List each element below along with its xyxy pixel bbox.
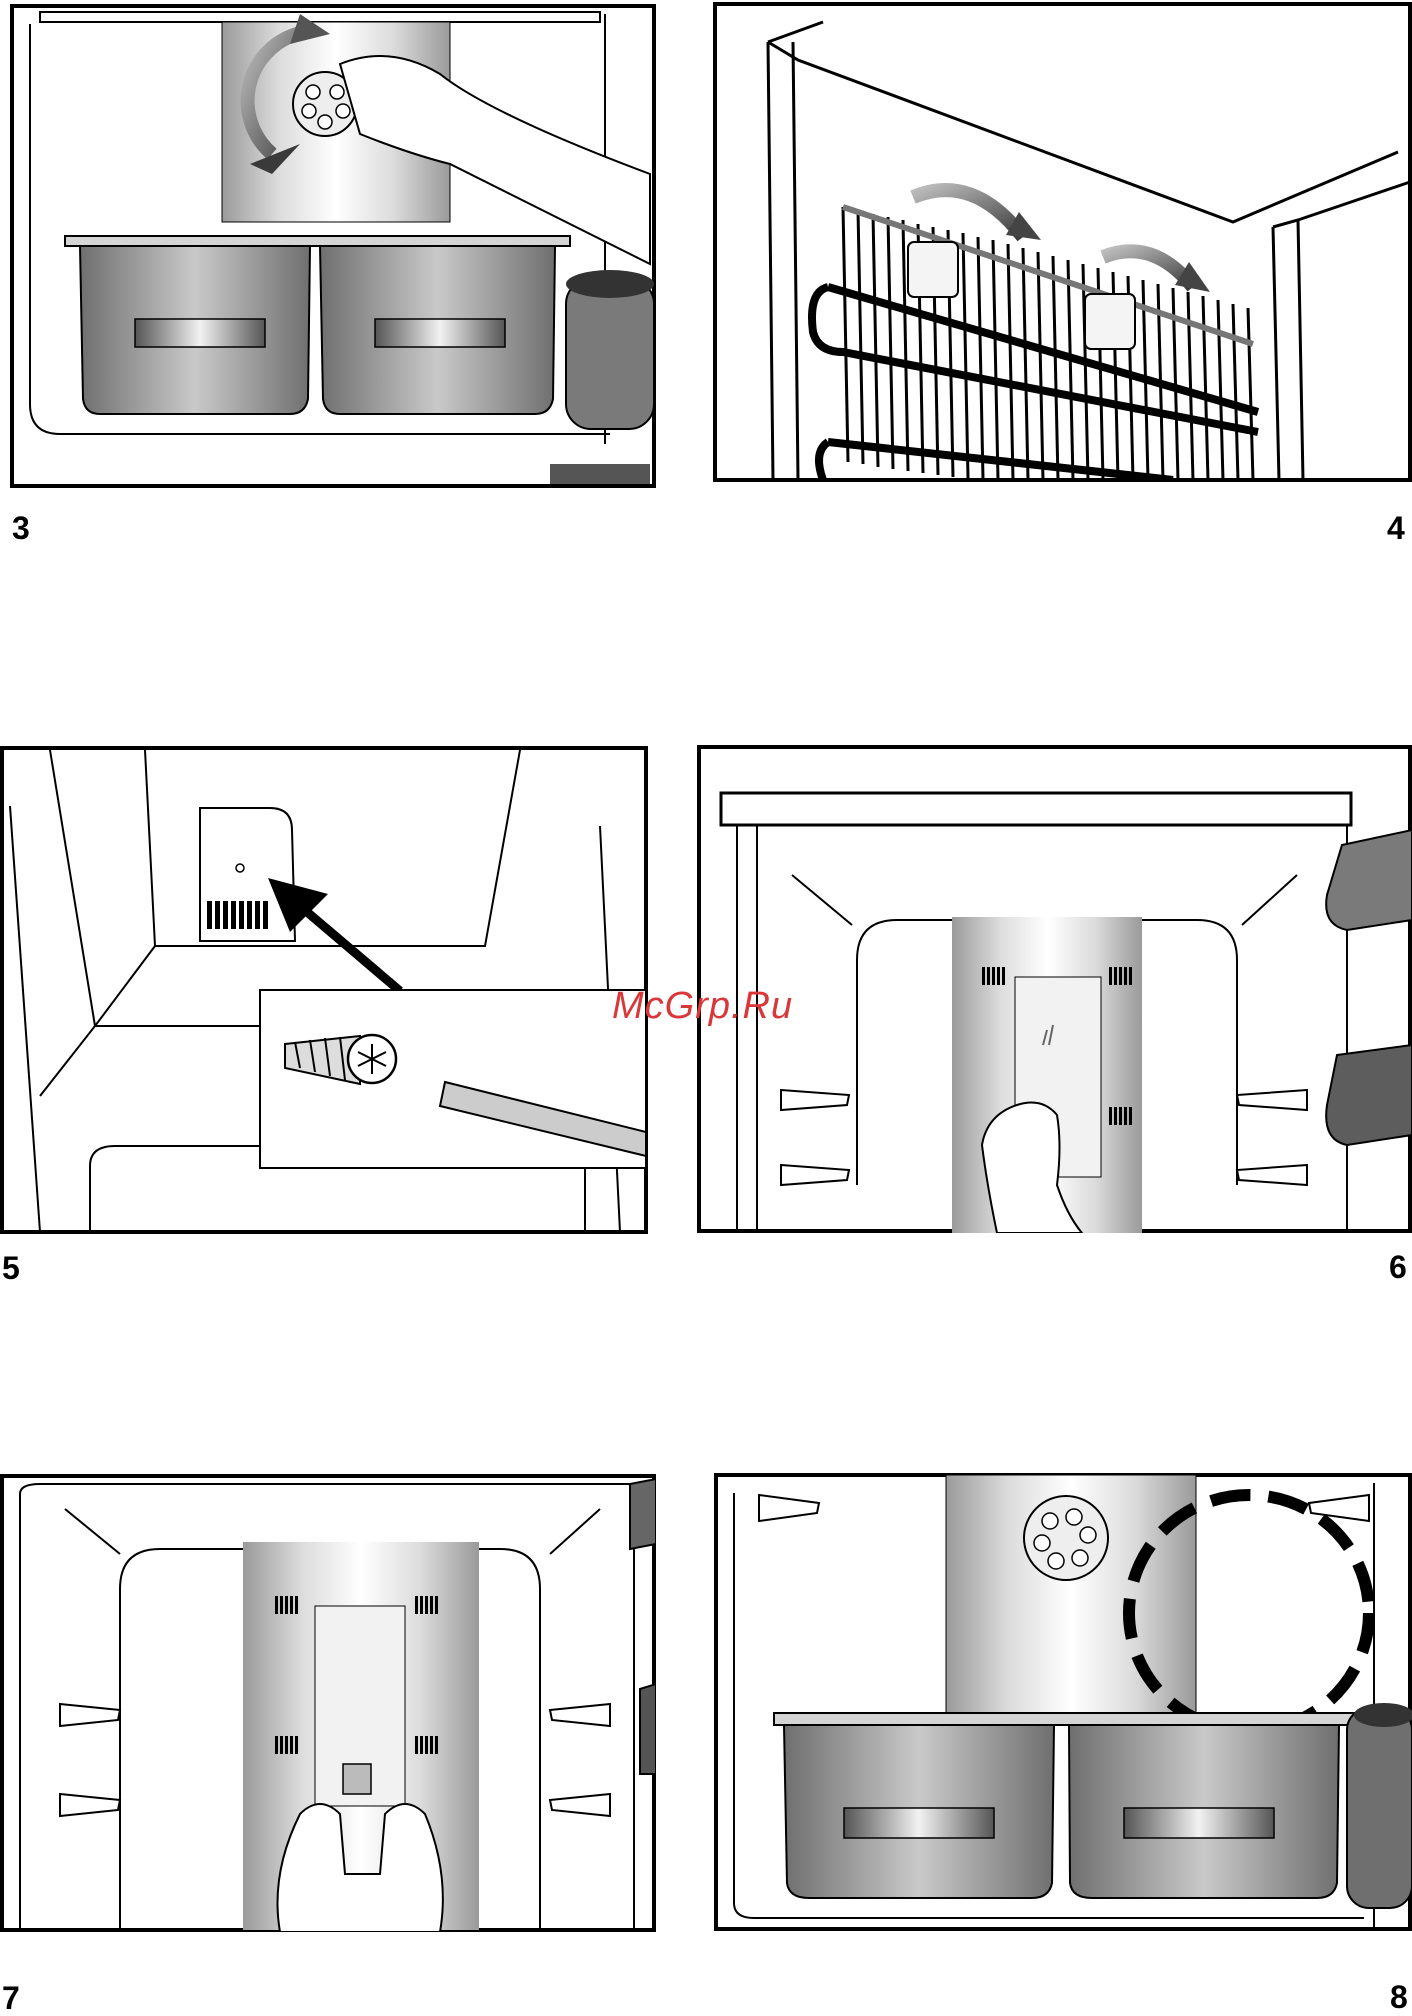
- figure-6-number: 6: [1389, 1251, 1407, 1283]
- figure-8-panel: 8: [714, 1473, 1412, 1931]
- figure-7-number: 7: [2, 1982, 20, 2014]
- figure-6-illustration: [697, 745, 1412, 1233]
- figure-6-panel: 6: [697, 745, 1412, 1233]
- figure-7-illustration: [0, 1474, 656, 1932]
- figure-4-panel: 4: [713, 2, 1412, 482]
- figure-7-panel: 7: [0, 1474, 656, 1932]
- figure-3-panel: 3: [10, 4, 656, 488]
- figure-5-illustration: [0, 746, 648, 1234]
- figure-3-number: 3: [12, 512, 30, 544]
- watermark-logo: McGrp.Ru: [612, 985, 793, 1028]
- bulb-icon: [343, 1764, 371, 1794]
- figure-5-number: 5: [2, 1252, 20, 1284]
- figure-3-illustration: [10, 4, 656, 488]
- figure-4-number: 4: [1387, 512, 1405, 544]
- figure-8-number: 8: [1390, 1981, 1408, 2013]
- figure-4-illustration: [713, 2, 1412, 482]
- figure-5-panel: 5: [0, 746, 648, 1234]
- figure-8-illustration: [714, 1473, 1412, 1931]
